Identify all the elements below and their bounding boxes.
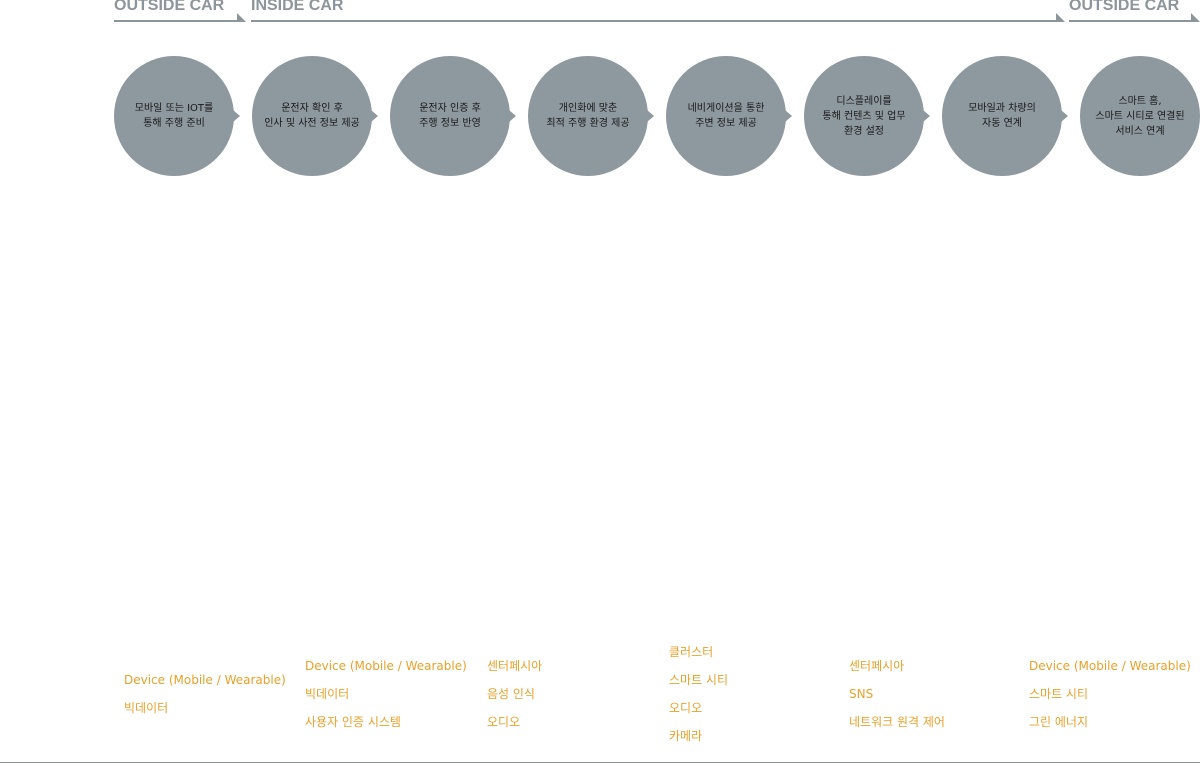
process-step: 모바일과 차량의 자동 연계: [942, 56, 1068, 176]
tech-item: SNS: [849, 687, 874, 701]
tech-item: 빅데이터: [305, 687, 350, 701]
tech-item: Device (Mobile / Wearable): [1029, 659, 1191, 673]
tech-item: 센터페시아: [849, 659, 905, 673]
tech-item: 센터페시아: [487, 659, 543, 673]
section-label: OUTSIDE CAR: [114, 0, 225, 14]
tech-item: 네트워크 원격 제어: [849, 715, 945, 729]
tech-list: Device (Mobile / Wearable) 빅데이터 사용자 인증 시…: [305, 652, 480, 736]
section-line: [1069, 20, 1195, 22]
step-text: 모바일과 차량의 자동 연계: [968, 103, 1036, 129]
arrow-right-icon: [1191, 13, 1200, 22]
tech-item: Device (Mobile / Wearable): [305, 659, 467, 673]
step-text: 운전자 인증 후 주행 정보 반영: [419, 103, 481, 129]
tech-list: Device (Mobile / Wearable) 빅데이터: [124, 666, 299, 722]
tech-item: 오디오: [487, 715, 521, 729]
tech-item: 사용자 인증 시스템: [305, 715, 401, 729]
tech-list: 센터페시아 음성 인식 오디오: [487, 652, 662, 736]
step-text: 모바일 또는 IOT를 통해 주행 준비: [134, 103, 214, 129]
tech-item: 빅데이터: [124, 701, 169, 715]
tech-item: 음성 인식: [487, 687, 535, 701]
tech-item: 카메라: [669, 729, 703, 743]
section-line: [251, 20, 1061, 22]
tech-item: 스마트 시티: [1029, 687, 1089, 701]
process-step: 네비게이션을 통한 주변 정보 제공: [666, 56, 792, 176]
step-text: 디스플레이를 통해 컨텐츠 및 업무 환경 설정: [822, 95, 906, 137]
tech-item: 스마트 시티: [669, 673, 729, 687]
process-step: 디스플레이를 통해 컨텐츠 및 업무 환경 설정: [804, 56, 930, 176]
section-line: [114, 20, 242, 22]
section-label: OUTSIDE CAR: [1069, 0, 1180, 14]
arrow-right-icon: [237, 13, 246, 22]
tech-list: Device (Mobile / Wearable) 스마트 시티 그린 에너지: [1029, 652, 1199, 736]
bottom-divider: [0, 762, 1200, 763]
process-step: 모바일 또는 IOT를 통해 주행 준비: [114, 56, 240, 176]
process-step: 개인화에 맞춘 최적 주행 환경 제공: [528, 56, 654, 176]
step-text: 스마트 홈, 스마트 시티로 연결된 서비스 연계: [1095, 95, 1185, 137]
step-text: 네비게이션을 통한 주변 정보 제공: [687, 103, 765, 129]
arrow-right-icon: [1056, 13, 1065, 22]
step-text: 운전자 확인 후 인사 및 사전 정보 제공: [264, 103, 360, 129]
process-step: 운전자 확인 후 인사 및 사전 정보 제공: [252, 56, 378, 176]
tech-item: 오디오: [669, 701, 703, 715]
tech-item: 클러스터: [669, 645, 714, 659]
step-text: 개인화에 맞춘 최적 주행 환경 제공: [546, 103, 630, 129]
tech-item: Device (Mobile / Wearable): [124, 673, 286, 687]
section-label: INSIDE CAR: [251, 0, 344, 14]
tech-list: 클러스터 스마트 시티 오디오 카메라: [669, 638, 844, 750]
process-step: 운전자 인증 후 주행 정보 반영: [390, 56, 516, 176]
tech-list: 센터페시아 SNS 네트워크 원격 제어: [849, 652, 1024, 736]
process-step: 스마트 홈, 스마트 시티로 연결된 서비스 연계: [1080, 56, 1200, 176]
tech-item: 그린 에너지: [1029, 715, 1089, 729]
